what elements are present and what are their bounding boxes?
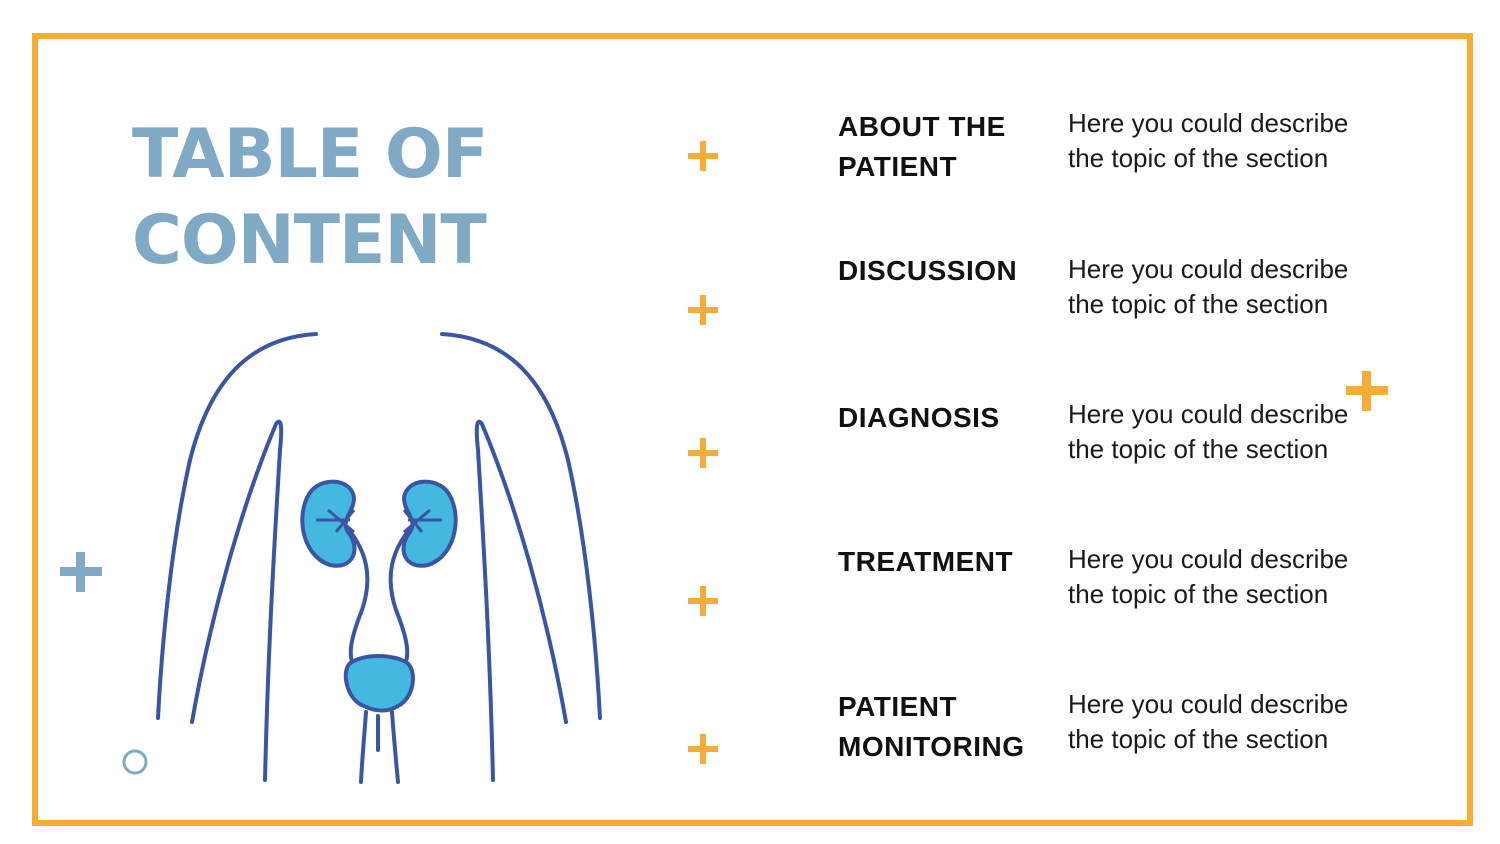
title-line-1: TABLE OF [132, 115, 488, 194]
title-line-2: CONTENT [132, 201, 487, 280]
section-description: Here you could describe the topic of the… [1068, 397, 1368, 467]
section-description: Here you could describe the topic of the… [1068, 106, 1368, 176]
section-title-line: MONITORING [838, 731, 1025, 762]
section-desc-line: Here you could describe [1068, 689, 1349, 719]
section-desc-line: the topic of the section [1068, 143, 1329, 173]
section-title-patient-monitoring[interactable]: PATIENT MONITORING [838, 687, 1048, 767]
section-desc-line: Here you could describe [1068, 399, 1349, 429]
urinary-system-illustration [156, 332, 602, 784]
section-title-line: DIAGNOSIS [838, 402, 1000, 433]
plus-icon [1346, 371, 1388, 411]
section-title-diagnosis[interactable]: DIAGNOSIS [838, 398, 1048, 438]
section-desc-line: Here you could describe [1068, 108, 1349, 138]
plus-icon [688, 295, 718, 325]
slide-title: TABLE OF CONTENT [132, 112, 552, 284]
section-title-line: TREATMENT [838, 546, 1014, 577]
plus-icon [688, 438, 718, 468]
section-description: Here you could describe the topic of the… [1068, 542, 1368, 612]
plus-icon [688, 141, 718, 171]
section-desc-line: the topic of the section [1068, 434, 1329, 464]
section-desc-line: Here you could describe [1068, 254, 1349, 284]
circle-icon [122, 749, 148, 775]
section-desc-line: the topic of the section [1068, 724, 1329, 754]
section-description: Here you could describe the topic of the… [1068, 687, 1368, 757]
section-title-treatment[interactable]: TREATMENT [838, 542, 1048, 582]
section-title-about-the-patient[interactable]: ABOUT THE PATIENT [838, 107, 1048, 187]
plus-icon [688, 586, 718, 616]
section-title-line: DISCUSSION [838, 255, 1018, 286]
section-title-line: PATIENT [838, 151, 958, 182]
plus-icon [688, 734, 718, 764]
section-desc-line: Here you could describe [1068, 544, 1349, 574]
section-title-line: PATIENT [838, 691, 958, 722]
slide-frame [32, 33, 1473, 826]
section-title-line: ABOUT THE [838, 111, 1006, 142]
section-description: Here you could describe the topic of the… [1068, 252, 1368, 322]
section-title-discussion[interactable]: DISCUSSION [838, 251, 1048, 291]
plus-icon [60, 552, 102, 592]
section-desc-line: the topic of the section [1068, 579, 1329, 609]
section-desc-line: the topic of the section [1068, 289, 1329, 319]
